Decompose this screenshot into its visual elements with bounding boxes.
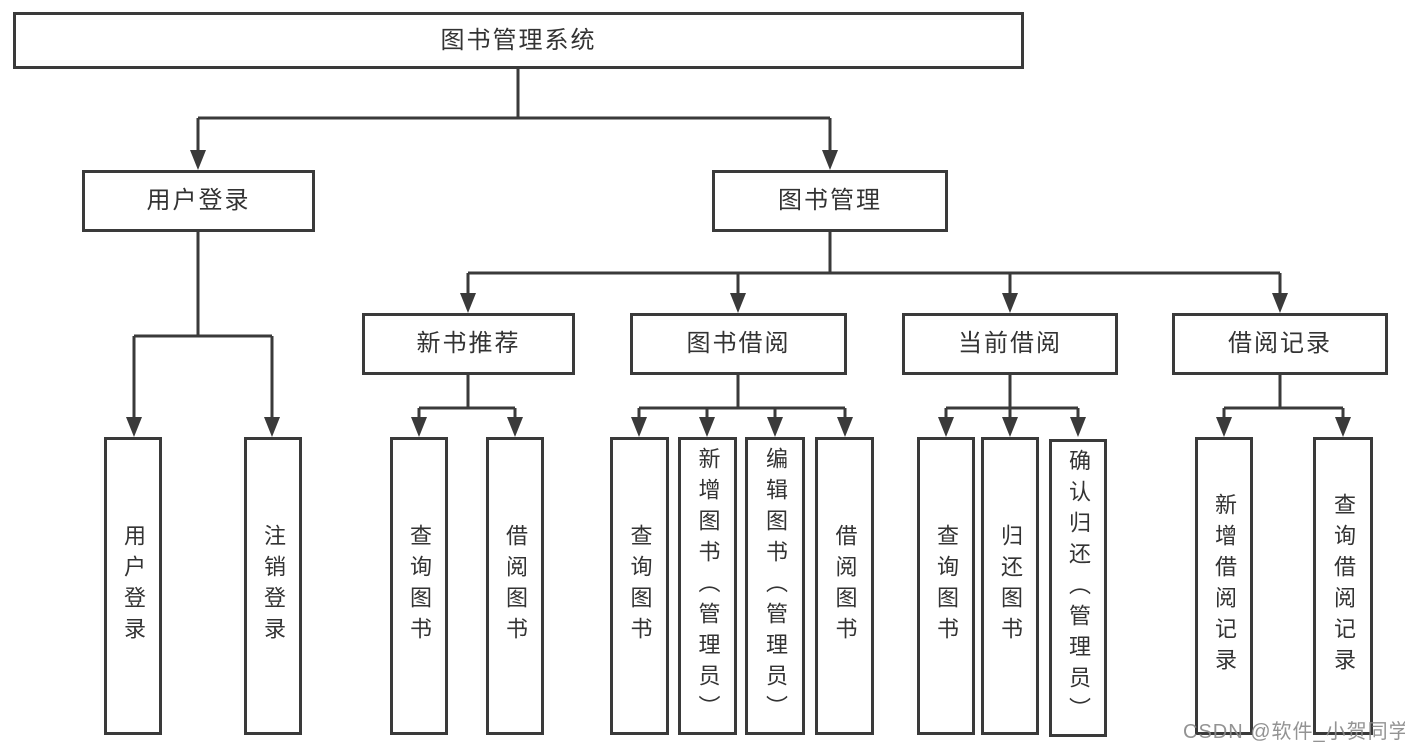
leaf-add-borrow-record: 新增借阅记录 <box>1195 437 1253 735</box>
watermark-text: CSDN @软件_小贺同学 <box>1183 721 1405 743</box>
node-borrowing-records-label: 借阅记录 <box>1228 330 1332 357</box>
leaf-query-book-borrowing: 查询图书 <box>610 437 669 735</box>
leaf-logout-label: 注销登录 <box>261 524 286 648</box>
leaf-confirm-return-admin: 确认归还（管理员） <box>1049 439 1107 737</box>
leaf-add-book-admin: 新增图书（管理员） <box>678 437 737 735</box>
node-current-borrowing: 当前借阅 <box>902 313 1118 375</box>
leaf-user-login-label: 用户登录 <box>121 524 146 648</box>
leaf-query-book-borrowing-label: 查询图书 <box>627 524 653 648</box>
leaf-edit-book-admin-label: 编辑图书（管理员） <box>763 446 788 726</box>
node-root: 图书管理系统 <box>13 12 1024 69</box>
leaf-borrow-book-recommend-label: 借阅图书 <box>503 524 528 648</box>
node-new-book-recommendation-label: 新书推荐 <box>416 330 521 357</box>
leaf-return-book-label: 归还图书 <box>998 524 1023 648</box>
leaf-query-borrow-record-label: 查询借阅记录 <box>1331 493 1356 679</box>
node-user-login-label: 用户登录 <box>146 187 251 214</box>
leaf-add-borrow-record-label: 新增借阅记录 <box>1212 493 1237 679</box>
node-book-borrowing-label: 图书借阅 <box>686 330 791 357</box>
node-root-label: 图书管理系统 <box>440 26 597 54</box>
node-book-borrowing: 图书借阅 <box>630 313 847 375</box>
node-current-borrowing-label: 当前借阅 <box>958 330 1062 357</box>
leaf-borrow-book-recommend: 借阅图书 <box>486 437 544 735</box>
leaf-confirm-return-admin-label: 确认归还（管理员） <box>1066 448 1091 728</box>
node-book-management: 图书管理 <box>712 170 948 232</box>
leaf-user-login: 用户登录 <box>104 437 162 735</box>
node-book-management-label: 图书管理 <box>778 187 882 214</box>
leaf-return-book: 归还图书 <box>981 437 1039 735</box>
leaf-query-book-current-label: 查询图书 <box>934 524 959 648</box>
leaf-query-book-recommend: 查询图书 <box>390 437 448 735</box>
leaf-logout: 注销登录 <box>244 437 302 735</box>
node-new-book-recommendation: 新书推荐 <box>362 313 575 375</box>
leaf-query-book-current: 查询图书 <box>917 437 975 735</box>
leaf-borrow-book: 借阅图书 <box>815 437 874 735</box>
leaf-query-book-recommend-label: 查询图书 <box>407 524 432 648</box>
leaf-edit-book-admin: 编辑图书（管理员） <box>745 437 805 735</box>
arrowheads <box>126 150 1351 437</box>
node-user-login: 用户登录 <box>82 170 315 232</box>
node-borrowing-records: 借阅记录 <box>1172 313 1388 375</box>
leaf-add-book-admin-label: 新增图书（管理员） <box>695 446 721 726</box>
leaf-borrow-book-label: 借阅图书 <box>832 524 858 648</box>
leaf-query-borrow-record: 查询借阅记录 <box>1313 437 1373 735</box>
